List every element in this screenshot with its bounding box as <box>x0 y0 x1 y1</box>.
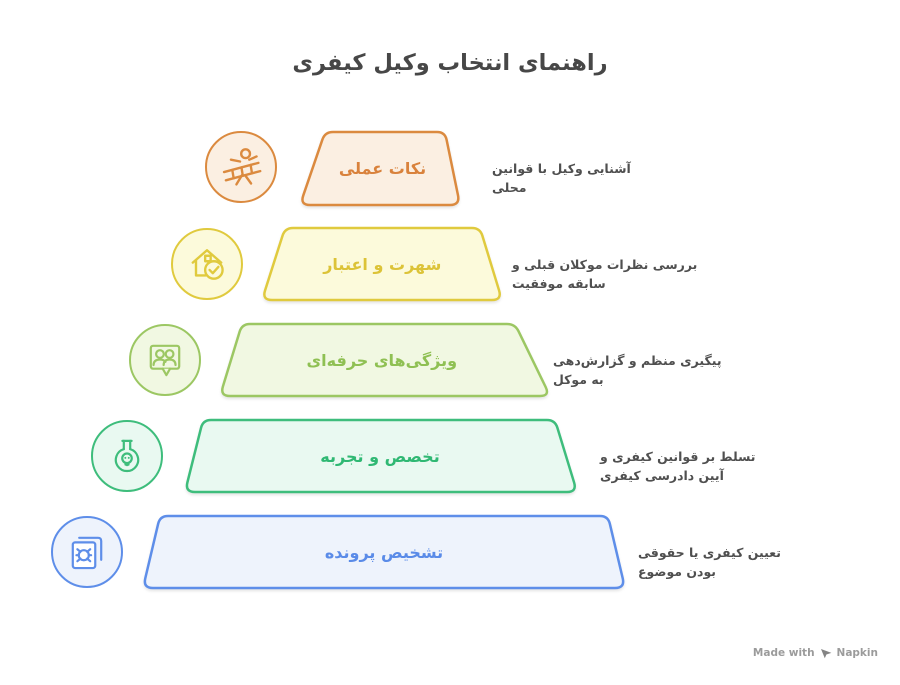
annotation-line: تسلط بر قوانین کیفری و <box>600 449 756 464</box>
level-annotation-reputation-credibility: بررسی نظرات موکلان قبلی و سابقه موفقیت <box>512 255 697 293</box>
level-icon-badge-professional-traits <box>129 324 201 396</box>
annotation-line: تعیین کیفری یا حقوقی <box>638 545 781 560</box>
level-annotation-expertise-experience: تسلط بر قوانین کیفری و آیین دادرسی کیفری <box>600 447 756 485</box>
annotation-line: بررسی نظرات موکلان قبلی و <box>512 257 698 272</box>
annotation-line: محلی <box>492 180 527 195</box>
poison-flask-icon <box>114 439 140 473</box>
annotation-line: آشنایی وکیل با قوانین <box>492 161 631 176</box>
level-icon-badge-reputation-credibility <box>171 228 243 300</box>
level-label-case-identification: تشخیص پرونده <box>324 542 444 562</box>
pyramid-level-shape-practical-tips <box>301 130 460 207</box>
hurdle-icon <box>222 148 262 186</box>
annotation-line: بودن موضوع <box>638 564 716 579</box>
level-annotation-case-identification: تعیین کیفری یا حقوقی بودن موضوع <box>638 543 781 581</box>
pyramid-level-shape-reputation-credibility <box>263 226 501 302</box>
house-check-icon <box>191 249 224 280</box>
level-annotation-practical-tips: آشنایی وکیل با قوانین محلی <box>492 159 631 197</box>
pyramid-level-shape-case-identification <box>143 514 625 590</box>
level-icon-badge-practical-tips <box>205 131 277 203</box>
level-icon-badge-expertise-experience <box>91 420 163 492</box>
made-with-label: Made with <box>752 647 815 659</box>
napkin-brand-label: Napkin <box>836 647 878 659</box>
level-label-expertise-experience: تخصص و تجربه <box>320 446 440 466</box>
level-label-practical-tips: نکات عملی <box>338 159 427 178</box>
annotation-line: آیین دادرسی کیفری <box>600 468 724 483</box>
pyramid-level-shape-professional-traits <box>221 322 549 398</box>
level-annotation-professional-traits: پیگیری منظم و گزارش‌دهی به موکل <box>553 351 722 389</box>
people-chat-icon <box>149 344 181 377</box>
bug-document-icon <box>71 536 103 570</box>
pyramid-level-shape-expertise-experience <box>185 418 576 494</box>
level-icon-badge-case-identification <box>51 516 123 588</box>
level-label-professional-traits: ویژگی‌های حرفه‌ای <box>306 350 458 370</box>
annotation-line: سابقه موفقیت <box>512 276 606 291</box>
annotation-line: پیگیری منظم و گزارش‌دهی <box>553 353 722 368</box>
napkin-attribution: Made with Napkin <box>753 647 878 659</box>
level-label-reputation-credibility: شهرت و اعتبار <box>323 254 442 274</box>
annotation-line: به موکل <box>553 372 604 387</box>
diagram-title: راهنمای انتخاب وکیل کیفری <box>292 50 608 76</box>
napkin-logo-icon <box>820 649 831 659</box>
